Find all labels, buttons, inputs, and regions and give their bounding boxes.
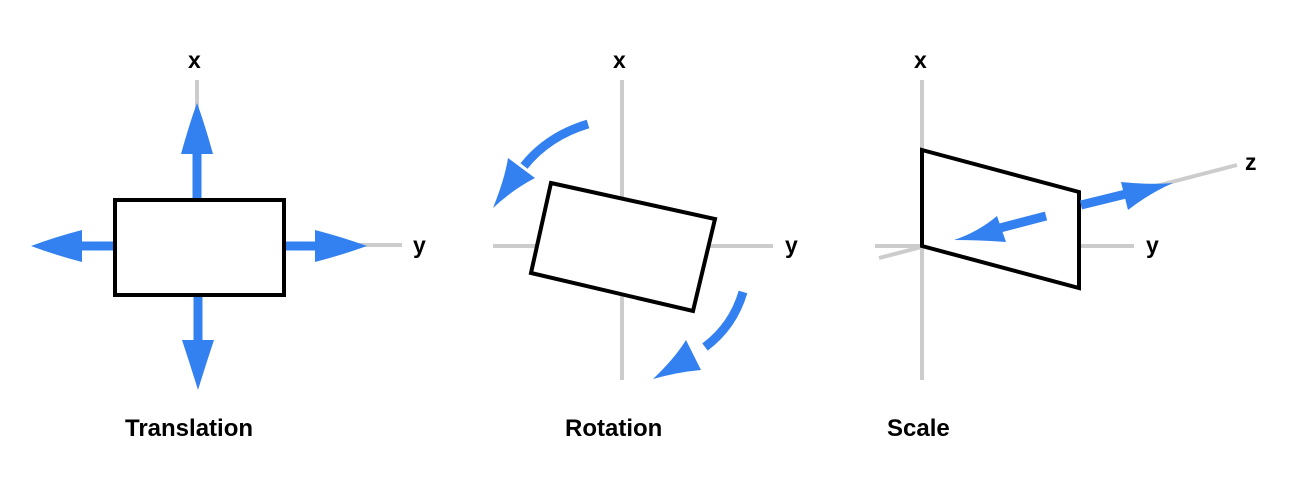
- scaled-plane-shape: [920, 147, 1081, 291]
- caption-rotation: Rotation: [565, 415, 663, 442]
- rectangle-shape: [113, 198, 286, 297]
- arrow-up-icon: [181, 103, 213, 199]
- scale-panel: x y z: [875, 47, 1257, 380]
- arrow-right-icon: [284, 230, 367, 262]
- caption-translation: Translation: [125, 415, 254, 442]
- x-axis-label: x: [914, 47, 927, 73]
- z-axis-label: z: [1245, 149, 1257, 175]
- translation-panel: x y: [31, 47, 426, 390]
- y-axis-label: y: [785, 232, 798, 258]
- rotation-panel: x y: [493, 47, 798, 380]
- arrow-down-icon: [182, 295, 214, 390]
- rotate-cw-arrow-icon: [653, 290, 748, 379]
- y-axis-label: y: [1146, 232, 1159, 258]
- rotated-rectangle-shape: [528, 180, 718, 314]
- x-axis-label: x: [188, 47, 201, 73]
- scale-outward-arrow-icon: [1079, 182, 1173, 210]
- caption-scale: Scale: [887, 415, 950, 442]
- arrow-left-icon: [31, 230, 113, 262]
- rotate-ccw-arrow-icon: [493, 119, 590, 208]
- scale-inward-arrow-icon: [954, 211, 1048, 242]
- y-axis-label: y: [413, 232, 426, 258]
- x-axis-label: x: [613, 47, 626, 73]
